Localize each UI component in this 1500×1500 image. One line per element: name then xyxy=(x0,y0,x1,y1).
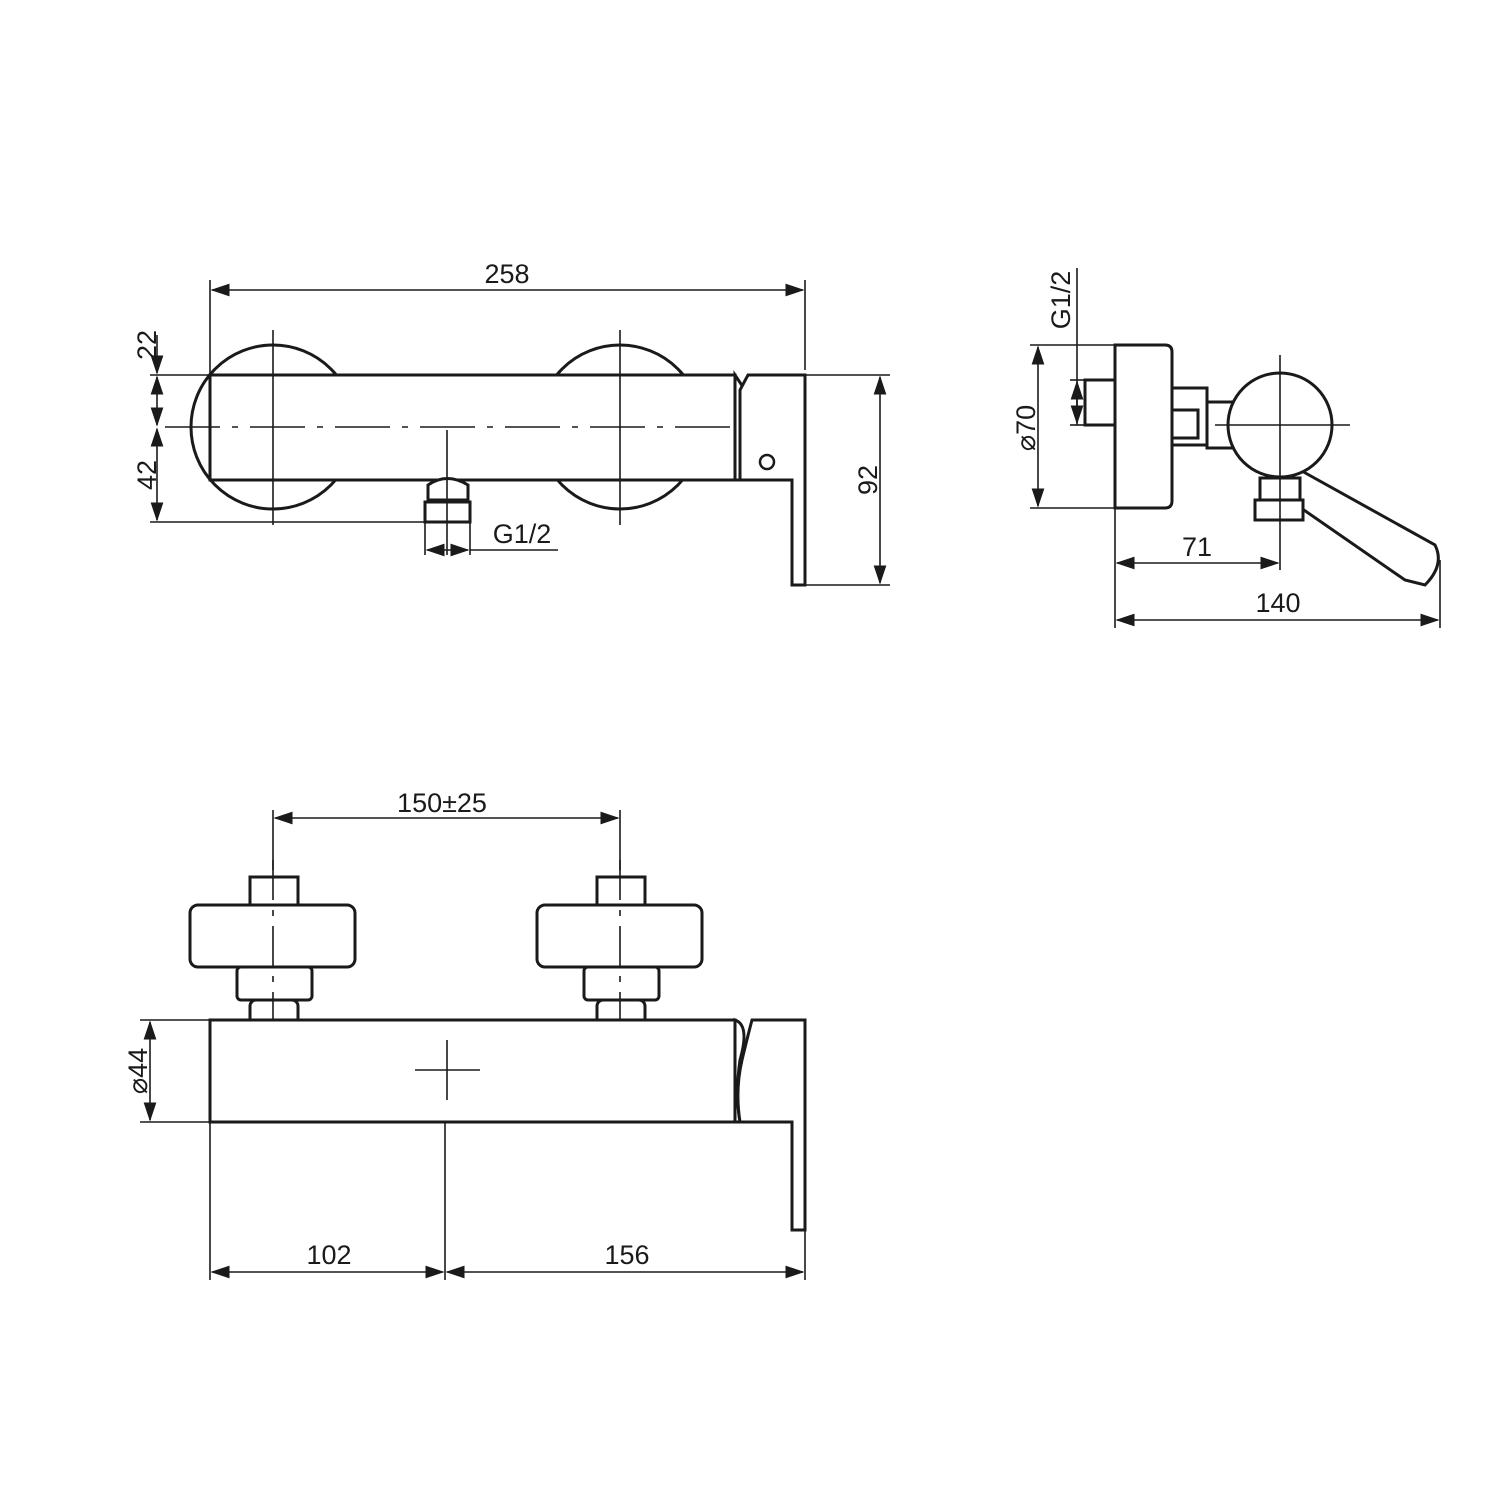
right-connector xyxy=(582,965,661,1002)
dim-left-to-outlet-label: 102 xyxy=(306,1240,351,1270)
dim-total-depth-label: 140 xyxy=(1255,588,1300,618)
dim-center-depth-label: 71 xyxy=(1182,532,1212,562)
outlet-thread-label: G1/2 xyxy=(493,519,552,549)
dim-body-diameter-label: ⌀44 xyxy=(123,1048,153,1094)
dim-bottom-offset-label: 42 xyxy=(132,460,162,490)
connector-inner xyxy=(1170,408,1200,440)
lever xyxy=(1272,468,1440,587)
dim-height-label: 92 xyxy=(853,465,883,495)
side-view: ⌀70 G1/2 71 140 xyxy=(1011,268,1441,628)
left-connector xyxy=(235,965,314,1002)
outlet-nut xyxy=(426,477,470,502)
indicator-dot xyxy=(758,453,776,471)
front-view: 258 22 42 92 G1/2 xyxy=(132,259,890,587)
lever-handle xyxy=(736,1018,807,1232)
rosette-plate xyxy=(1113,343,1174,510)
left-inlet-stub xyxy=(248,875,300,909)
dim-width-label: 258 xyxy=(484,259,529,289)
dim-thread-label: G1/2 xyxy=(1046,271,1076,330)
lever-handle xyxy=(738,373,807,587)
dim-rosette-diameter-label: ⌀70 xyxy=(1011,405,1041,451)
outlet-thread xyxy=(1253,498,1305,522)
dim-outlet-to-right-label: 156 xyxy=(604,1240,649,1270)
inlet-stub xyxy=(1083,378,1117,427)
dim-top-offset-label: 22 xyxy=(132,330,162,360)
mixer-body xyxy=(208,1018,737,1124)
top-view: 150±25 ⌀44 102 156 xyxy=(123,788,807,1280)
right-inlet-stub xyxy=(595,875,647,909)
dim-inlet-spacing-label: 150±25 xyxy=(397,788,487,818)
